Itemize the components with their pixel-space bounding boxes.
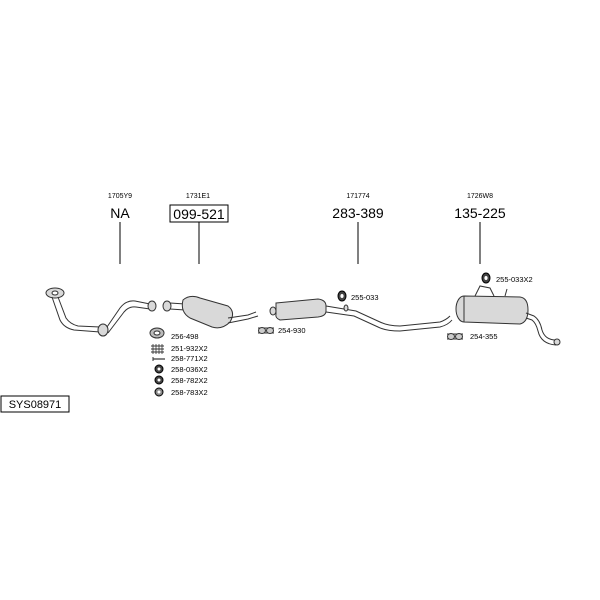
section-1-ref: 1705Y9 [108,193,132,200]
section-1-code: NA [110,205,130,221]
section-4-ref: 1726W8 [467,193,493,200]
part-callout-258-782x2[interactable]: 258-782X2 [154,375,208,385]
part-callout-258-771x2[interactable]: 258-771X2 [152,354,208,363]
rear-silencer-drawing [455,285,561,346]
middle-silencer-drawing [269,298,453,332]
part-label: 254-930 [278,326,306,335]
system-code: SYS08971 [9,399,62,411]
catalytic-converter-drawing [162,295,259,329]
part-callout-255-033[interactable]: 255-033 [337,290,379,302]
part-label: 258-782X2 [171,376,208,385]
part-callout-254-355[interactable]: 254-355 [447,332,498,341]
section-3-ref: 171774 [346,193,369,200]
part-label: 251-932X2 [171,344,208,353]
part-callout-255-033x2[interactable]: 255-033X2 [481,272,533,284]
part-label: 255-033 [351,293,379,302]
part-label: 255-033X2 [496,275,533,284]
front-pipe-drawing [45,287,157,337]
part-label: 258-783X2 [171,388,208,397]
part-label: 258-771X2 [171,354,208,363]
part-callout-258-783x2[interactable]: 258-783X2 [154,387,208,397]
part-callout-258-036x2[interactable]: 258-036X2 [154,364,208,374]
part-label: 254-355 [470,332,498,341]
system-code-box [0,395,70,413]
part-callout-256-498[interactable]: 256-498 [149,327,199,341]
part-callout-251-932x2[interactable]: 251-932X2 [151,344,208,354]
section-2-ref: 1731E1 [186,193,210,200]
part-label: 258-036X2 [171,365,208,374]
section-4-code: 135-225 [454,205,506,221]
part-callout-254-930[interactable]: 254-930 [258,326,306,335]
part-label: 256-498 [171,332,199,341]
section-2-code[interactable]: 099-521 [173,206,225,222]
section-3-code: 283-389 [332,205,384,221]
